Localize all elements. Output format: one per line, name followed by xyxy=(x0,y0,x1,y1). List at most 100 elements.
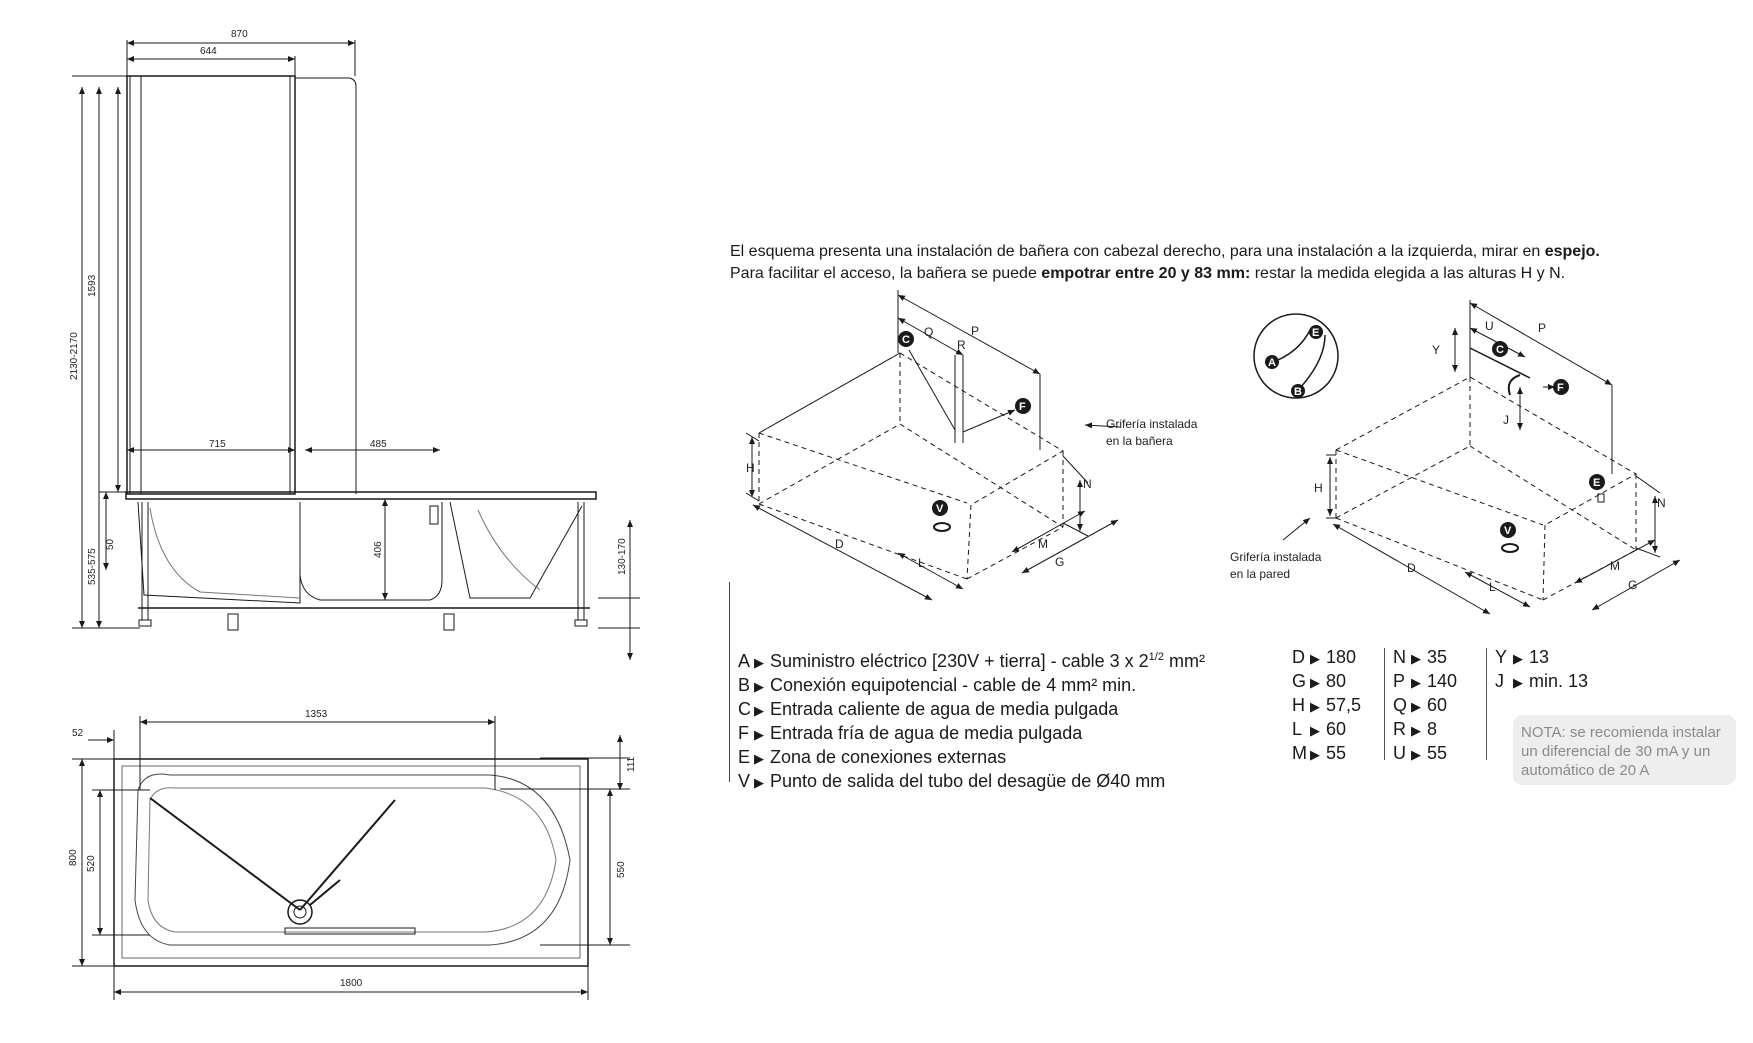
legend-item-a: A▶Suministro eléctrico [230V + tierra] -… xyxy=(738,651,1205,671)
dim-485: 485 xyxy=(370,439,387,450)
tub-rim xyxy=(125,491,597,500)
svg-text:F: F xyxy=(1557,382,1564,394)
triangle-icon: ▶ xyxy=(754,751,764,766)
badge-c-icon: C xyxy=(898,331,914,347)
values-divider-2 xyxy=(1486,648,1487,760)
dim-1800: 1800 xyxy=(340,978,363,989)
triangle-icon: ▶ xyxy=(754,679,764,694)
triangle-icon: ▶ xyxy=(754,775,764,790)
svg-text:P: P xyxy=(1538,321,1546,335)
svg-text:G: G xyxy=(1055,555,1064,569)
triangle-icon: ▶ xyxy=(1310,747,1320,762)
caption-left-2: en la bañera xyxy=(1106,434,1173,448)
triangle-icon: ▶ xyxy=(1411,651,1421,666)
legend-item-v: V▶Punto de salida del tubo del desagüe d… xyxy=(738,771,1166,791)
triangle-icon: ▶ xyxy=(1411,723,1421,738)
legend-divider xyxy=(729,582,730,782)
values-divider-1 xyxy=(1384,648,1385,760)
svg-text:R: R xyxy=(957,338,966,352)
svg-text:M: M xyxy=(1610,559,1620,573)
dim-550: 550 xyxy=(616,861,627,878)
triangle-icon: ▶ xyxy=(1411,699,1421,714)
dim-644: 644 xyxy=(200,46,217,57)
badge-f-icon: F xyxy=(1015,398,1031,414)
triangle-icon: ▶ xyxy=(1310,675,1320,690)
note-box: NOTA: se recomienda instalar un diferenc… xyxy=(1513,715,1736,785)
svg-text:Y: Y xyxy=(1432,343,1440,357)
svg-text:H: H xyxy=(1314,481,1323,495)
svg-text:C: C xyxy=(902,334,910,346)
elevation-dim-labels: 870 644 715 485 1593 2130-2170 50 535-57… xyxy=(69,29,628,585)
svg-text:M: M xyxy=(1038,537,1048,551)
plan-dim-labels: 52 1353 800 520 111 550 1800 xyxy=(68,709,637,989)
dim-800: 800 xyxy=(68,849,79,866)
svg-text:N: N xyxy=(1083,477,1092,491)
svg-text:A: A xyxy=(1268,357,1276,369)
caption-left-1: Grifería instalada xyxy=(1106,417,1198,431)
intro-text: El esquema presenta una instalación de b… xyxy=(730,241,1600,285)
svg-text:V: V xyxy=(936,503,944,515)
svg-text:B: B xyxy=(1294,386,1302,398)
plan-view xyxy=(72,716,630,1000)
badge-e-icon: E xyxy=(1589,474,1605,490)
triangle-icon: ▶ xyxy=(754,727,764,742)
dim-715: 715 xyxy=(209,439,226,450)
dim-1353: 1353 xyxy=(305,709,328,720)
triangle-icon: ▶ xyxy=(1513,651,1523,666)
triangle-icon: ▶ xyxy=(1411,675,1421,690)
dim-520: 520 xyxy=(86,855,97,872)
inset-badge-a-icon: A xyxy=(1265,355,1279,369)
triangle-icon: ▶ xyxy=(754,703,764,718)
values-col-1: D▶180 G▶80 H▶57,5 L▶60 M▶55 xyxy=(1292,647,1362,763)
svg-text:Q: Q xyxy=(924,325,933,339)
triangle-icon: ▶ xyxy=(1310,651,1320,666)
inset-badge-b-icon: B xyxy=(1291,384,1305,398)
values-col-3: Y▶13 J▶min. 13 xyxy=(1495,647,1589,691)
dim-130-170: 130-170 xyxy=(617,538,628,575)
legend-item-e: E▶Zona de conexiones externas xyxy=(738,747,1007,767)
svg-text:H: H xyxy=(746,461,755,475)
legend-item-b: B▶Conexión equipotencial - cable de 4 mm… xyxy=(738,675,1137,695)
legend-item-f: F▶Entrada fría de agua de media pulgada xyxy=(738,723,1083,743)
dim-111: 111 xyxy=(626,756,637,772)
dim-2130-2170: 2130-2170 xyxy=(69,332,80,380)
values-col-2: N▶35 P▶140 Q▶60 R▶8 U▶55 xyxy=(1393,647,1458,763)
svg-text:F: F xyxy=(1019,401,1026,413)
iso-left-labels: Q P R H N D L M G Grifería instalada en … xyxy=(746,324,1198,570)
triangle-icon: ▶ xyxy=(1411,747,1421,762)
tub-outline xyxy=(113,758,589,967)
caption-right-1: Grifería instalada xyxy=(1230,550,1322,564)
inset-badge-e-icon: E xyxy=(1309,325,1323,339)
svg-text:U: U xyxy=(1485,319,1494,333)
badge-f-icon: F xyxy=(1553,379,1569,395)
svg-text:G: G xyxy=(1628,578,1637,592)
svg-text:N: N xyxy=(1657,496,1666,510)
dim-50: 50 xyxy=(105,538,116,550)
badge-v-icon: V xyxy=(1500,522,1516,538)
intro-line-2: Para facilitar el acceso, la bañera se p… xyxy=(730,265,1566,282)
iso-right-diagram xyxy=(1253,300,1681,615)
badge-v-icon: V xyxy=(932,500,948,516)
svg-text:P: P xyxy=(971,324,979,338)
folding-door xyxy=(295,77,357,494)
caption-right-2: en la pared xyxy=(1230,567,1290,581)
svg-text:C: C xyxy=(1496,344,1504,356)
dim-52: 52 xyxy=(72,728,84,739)
triangle-icon: ▶ xyxy=(1310,723,1320,738)
triangle-icon: ▶ xyxy=(754,655,764,670)
svg-text:E: E xyxy=(1312,327,1319,339)
intro-line-1: El esquema presenta una instalación de b… xyxy=(730,243,1600,260)
elevation-view xyxy=(72,40,640,660)
dim-1593: 1593 xyxy=(87,274,98,297)
legend-item-c: C▶Entrada caliente de agua de media pulg… xyxy=(738,699,1119,719)
svg-text:J: J xyxy=(1503,413,1509,427)
svg-text:D: D xyxy=(1407,561,1416,575)
iso-right-labels: U P Y J H N D L M G Grifería instalada e… xyxy=(1230,319,1666,594)
connection-inset xyxy=(1253,313,1339,399)
iso-left-diagram xyxy=(745,290,1121,601)
badge-c-icon: C xyxy=(1492,341,1508,357)
svg-text:E: E xyxy=(1593,477,1600,489)
triangle-icon: ▶ xyxy=(1310,699,1320,714)
dim-535-575: 535-575 xyxy=(87,548,98,585)
